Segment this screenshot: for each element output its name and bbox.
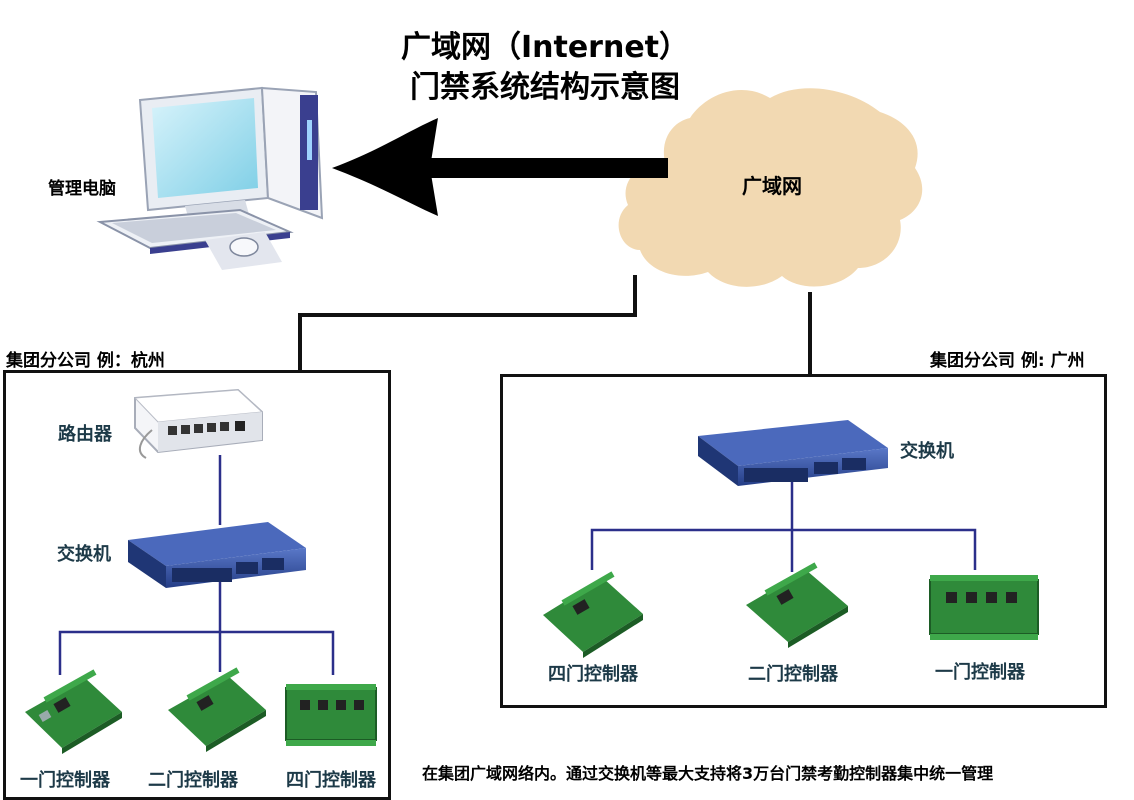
left-branch-title: 集团分公司 例：杭州 [6,351,165,371]
switch-device-left [128,522,306,588]
right-branch-frame [500,374,1107,708]
management-pc [96,86,324,270]
left-controller-label-3: 四门控制器 [286,770,376,791]
left-controller-label-2: 二门控制器 [148,770,238,791]
footer-note: 在集团广域网络内。通过交换机等最大支持将3万台门禁考勤控制器集中统一管理 [422,764,994,783]
left-branch-links [58,455,335,675]
right-controller-label-1: 四门控制器 [548,664,638,685]
right-branch-links [590,480,977,572]
left-controller-label-1: 一门控制器 [20,770,110,791]
wan-cloud [618,88,923,287]
switch-device-right [698,420,888,486]
router-device [133,388,264,459]
controller-board [543,571,643,658]
link-cloud-left [298,275,637,372]
arrow-to-pc [332,118,668,216]
controller-board [285,684,377,746]
right-controller-label-3: 一门控制器 [935,662,1025,683]
controller-board [168,667,266,752]
left-branch-frame [3,370,391,800]
right-switch-label: 交换机 [900,441,954,462]
left-switch-label: 交换机 [57,544,111,565]
diagram-title-line2: 门禁系统结构示意图 [410,70,680,105]
controller-board [929,575,1039,640]
router-label: 路由器 [58,424,112,445]
right-branch-title: 集团分公司 例: 广州 [930,351,1085,371]
diagram-title-line1: 广域网（Internet） [400,30,690,65]
controller-board [25,669,122,754]
right-controller-label-2: 二门控制器 [748,664,838,685]
cloud-label: 广域网 [742,174,802,198]
pc-label: 管理电脑 [48,179,116,199]
controller-board [746,562,848,648]
